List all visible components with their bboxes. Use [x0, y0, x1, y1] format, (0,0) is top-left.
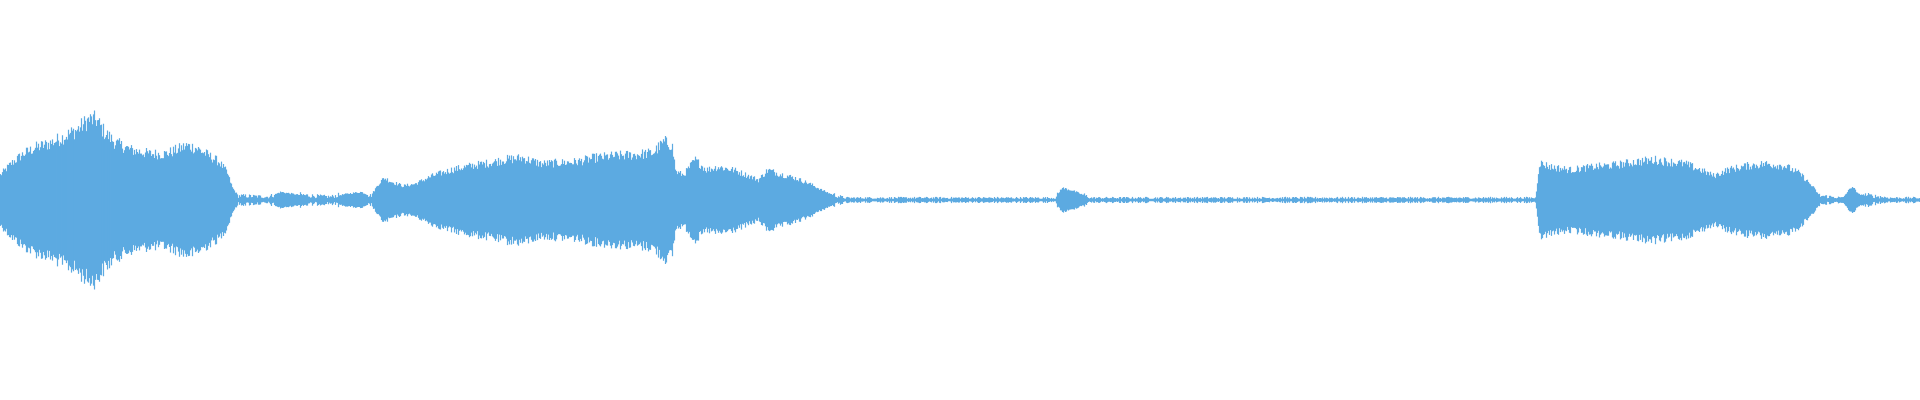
waveform-bars: [0, 110, 1920, 290]
